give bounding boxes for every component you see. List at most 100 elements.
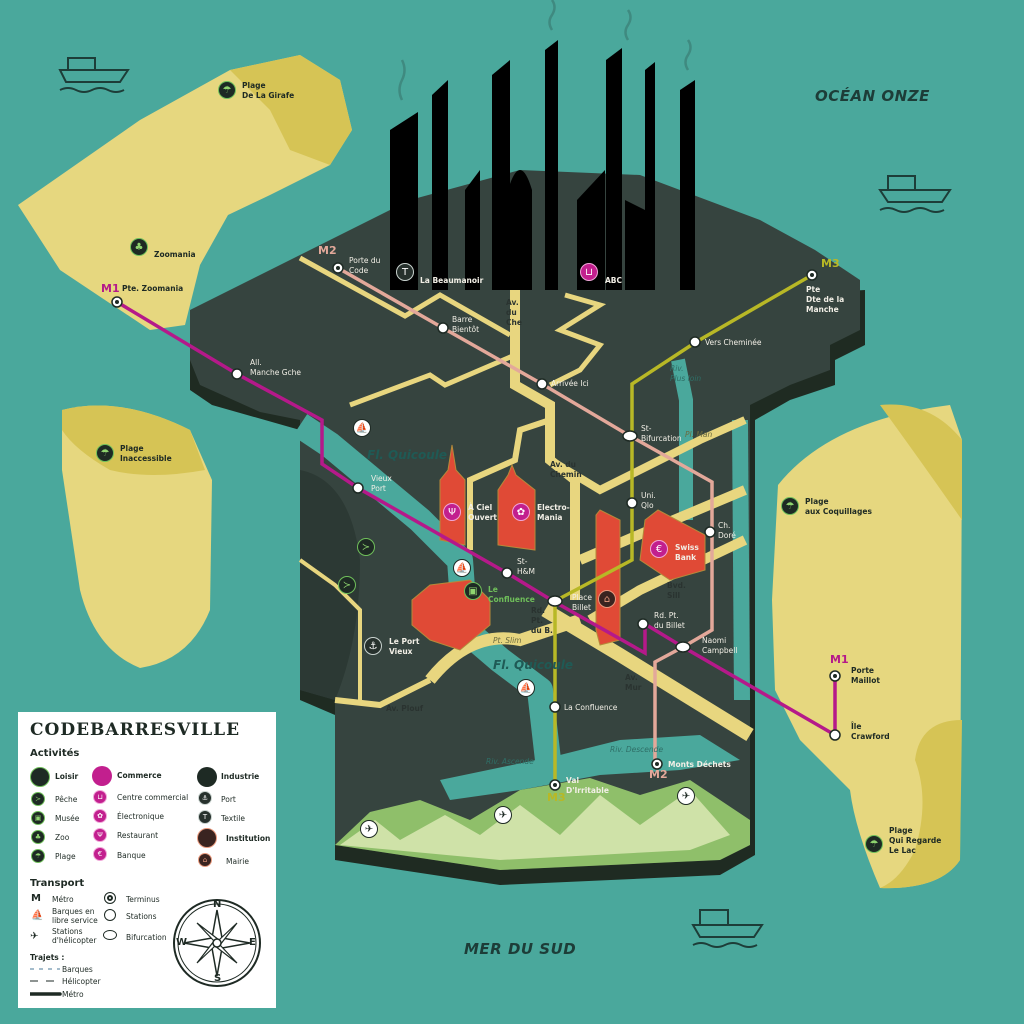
station-label: Vieux Port xyxy=(371,474,392,493)
skyline-tower xyxy=(432,80,448,290)
smoke-plume xyxy=(684,39,692,71)
fishing-icon[interactable]: ≻ xyxy=(338,576,356,594)
zoo-icon[interactable]: ♣ xyxy=(130,238,148,256)
textile-icon[interactable]: T xyxy=(396,263,414,281)
skyline-tower xyxy=(465,170,480,290)
smoke-plume xyxy=(624,9,632,41)
station-vers-cheminee[interactable] xyxy=(689,336,701,348)
skyline-tower xyxy=(492,60,510,290)
industrial-skyline xyxy=(390,40,695,290)
station-vieux-port[interactable] xyxy=(352,482,364,494)
skyline-tower xyxy=(577,170,605,290)
station-bifurcation-place-billet[interactable] xyxy=(547,595,563,607)
helicopter-icon[interactable]: ✈ xyxy=(677,787,695,805)
skyline-tower xyxy=(606,48,622,290)
metro-line-m2[interactable] xyxy=(337,266,714,764)
place-label: À Ciel Ouvert xyxy=(468,503,497,522)
legend-heading-trajets: Trajets : xyxy=(30,953,65,962)
station-label: Porte du Code xyxy=(349,256,381,275)
station-rd-pt-billet[interactable] xyxy=(637,618,649,630)
compass-rose xyxy=(173,899,261,987)
station-bifurcation-naomi[interactable] xyxy=(675,641,691,653)
legend-text: Hélicopter xyxy=(62,977,101,986)
shopping-cart-icon[interactable]: ⊔ xyxy=(580,263,598,281)
station-label: Pte Dte de la Manche xyxy=(806,285,845,314)
street-label: Av. Mur xyxy=(625,673,642,692)
station-barre[interactable] xyxy=(437,322,449,334)
station-st-hm[interactable] xyxy=(501,567,513,579)
legend-industrie-swatch xyxy=(197,767,217,787)
station-arrivee[interactable] xyxy=(536,378,548,390)
legend-text: Électronique xyxy=(117,812,164,821)
boat-rental-icon[interactable]: ⛵ xyxy=(453,559,471,577)
island-east-shade xyxy=(880,404,962,889)
boat-rental-icon[interactable]: ⛵ xyxy=(517,679,535,697)
station-la-confluence[interactable] xyxy=(549,701,561,713)
legend-text: Loisir xyxy=(55,772,79,781)
road-west-loop xyxy=(298,558,362,700)
beach-icon[interactable]: ☂ xyxy=(781,497,799,515)
place-label: Plage Qui Regarde Le Lac xyxy=(889,826,942,855)
helicopter-icon[interactable]: ✈ xyxy=(360,820,378,838)
compass-e: E xyxy=(249,937,256,948)
road-north xyxy=(298,255,512,338)
electronics-icon: ✿ xyxy=(93,809,107,823)
line-label-m2-south: M2 xyxy=(649,768,668,781)
compass-w: W xyxy=(176,937,188,948)
beach-icon[interactable]: ☂ xyxy=(218,81,236,99)
legend-text: Zoo xyxy=(55,833,70,842)
street-label: Rd. Pt. du B. xyxy=(531,606,553,635)
museum-icon[interactable]: ▣ xyxy=(464,582,482,600)
river-plus-loin xyxy=(671,358,693,520)
terminus-dot xyxy=(833,674,837,678)
legend-heading-transport: Transport xyxy=(30,878,85,889)
place-label: Plage aux Coquillages xyxy=(805,497,872,516)
street-label: Pt. Slim xyxy=(493,636,522,645)
skyline-tower xyxy=(680,80,695,290)
route-styles xyxy=(30,968,62,996)
beach-icon[interactable]: ☂ xyxy=(865,835,883,853)
station-ile-crawford[interactable] xyxy=(829,729,841,741)
station-label: Place Billet xyxy=(572,593,592,612)
river-south xyxy=(440,735,740,800)
station-label: Arrivée Ici xyxy=(551,379,589,388)
boat-rental-icon[interactable]: ⛵ xyxy=(353,419,371,437)
place-label: La Beaumanoir xyxy=(420,276,484,285)
station-uni-qlo[interactable] xyxy=(626,497,638,509)
station-ch-dore[interactable] xyxy=(704,526,716,538)
metro-line-m1[interactable] xyxy=(116,300,837,739)
helicopter-icon[interactable]: ✈ xyxy=(494,806,512,824)
road-west-diagonal xyxy=(349,352,516,408)
river-label: Riv. Ascende xyxy=(486,757,534,766)
street-label: Av. du Chemin xyxy=(550,460,582,479)
terminus-dot xyxy=(553,783,557,787)
electronics-icon[interactable]: ✿ xyxy=(512,503,530,521)
station-bifurcation-st-bifurcation[interactable] xyxy=(622,430,638,442)
terminus-symbol xyxy=(104,892,116,904)
legend-text: Plage xyxy=(55,852,76,861)
legend-text: Pêche xyxy=(55,795,78,804)
legend-text: Industrie xyxy=(221,772,260,781)
sea-label-south: MER DU SUD xyxy=(464,940,577,958)
bifurcation-symbol xyxy=(103,930,117,940)
legend-commerce-swatch xyxy=(92,766,112,786)
bank-icon[interactable]: € xyxy=(650,540,668,558)
beach-icon: ☂ xyxy=(31,849,45,863)
terminus-dot xyxy=(115,300,119,304)
town-hall-icon[interactable]: ⌂ xyxy=(598,590,616,608)
fishing-icon[interactable]: ≻ xyxy=(357,538,375,556)
station-label: Pte. Zoomania xyxy=(122,284,184,293)
line-label-m3-south: M3 xyxy=(547,791,566,804)
restaurant-icon[interactable]: Ψ xyxy=(443,503,461,521)
line-label-m2: M2 xyxy=(318,244,337,257)
anchor-icon[interactable]: ⚓ xyxy=(364,637,382,655)
anchor-icon: ⚓ xyxy=(198,791,212,805)
legend-panel: CODEBARRESVILLE Activités Loisir ≻ Pêche… xyxy=(18,712,276,1008)
street-label: Bvd. Sill xyxy=(667,581,686,600)
mountains xyxy=(335,778,750,870)
bank-icon: € xyxy=(93,847,107,861)
beach-icon[interactable]: ☂ xyxy=(96,444,114,462)
station-all-manche[interactable] xyxy=(231,368,243,380)
skyline-tower xyxy=(508,170,532,290)
zoo-icon: ♣ xyxy=(31,830,45,844)
